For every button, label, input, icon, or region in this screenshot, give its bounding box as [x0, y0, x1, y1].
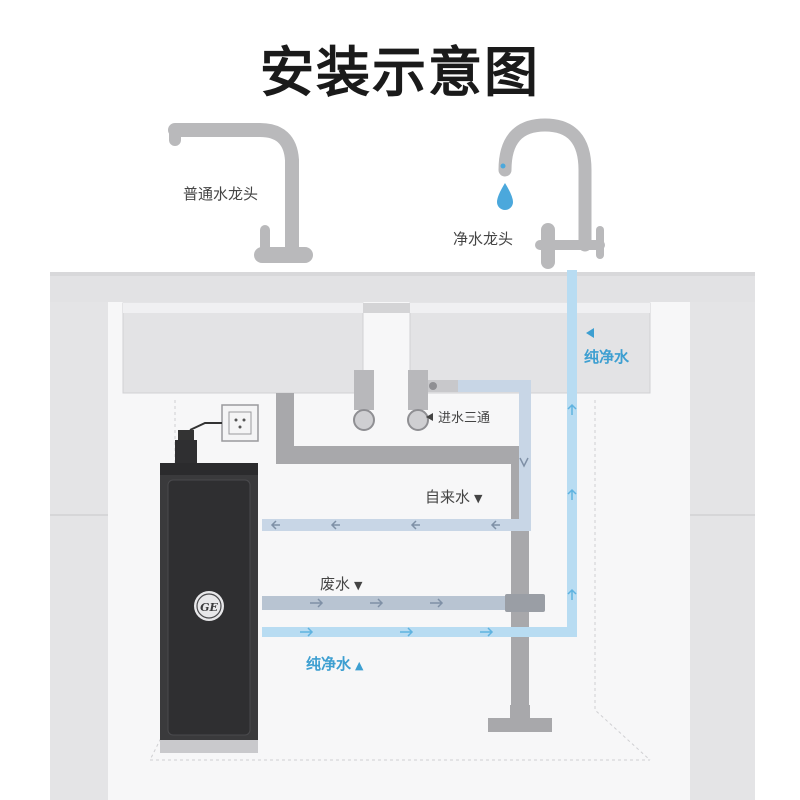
tap-water-line [262, 380, 531, 531]
countertop [50, 272, 755, 302]
valve-right [408, 370, 428, 410]
normal-faucet-label: 普通水龙头 [183, 185, 259, 203]
triangle-up-icon: ▲ [355, 659, 364, 672]
waste-water-text: 废水 [320, 575, 351, 593]
purified-water-label-bottom: 纯净水▲ [306, 653, 363, 674]
purified-water-text: 纯净水 [306, 655, 352, 673]
ge-logo-icon [194, 591, 224, 621]
waste-water-label: 废水▼ [320, 573, 362, 594]
power-adapter [175, 440, 197, 466]
water-drop-icon [497, 183, 513, 210]
drain-pipe [276, 393, 529, 710]
purified-faucet [498, 118, 605, 269]
triangle-down-icon: ▼ [474, 492, 483, 505]
tap-water-text: 自来水 [425, 488, 471, 506]
arrow-left-icon [586, 328, 594, 338]
inlet-tee-label: 进水三通 [438, 411, 491, 426]
drain-base [488, 718, 552, 732]
tap-water-label: 自来水▼ [425, 486, 482, 507]
waste-clamp [505, 594, 545, 612]
sink-basin-left [122, 302, 364, 394]
purified-water-label-top: 纯净水 [584, 348, 630, 366]
page-title: 安装示意图 [260, 41, 540, 104]
cabinet-left-panel [50, 300, 108, 800]
cabinet-right-panel [690, 300, 755, 800]
tap-water-arrows [270, 457, 529, 530]
purified-faucet-label: 净水龙头 [453, 230, 514, 248]
ge-logo-text: GE [200, 601, 218, 614]
power-socket-icon [221, 404, 259, 442]
normal-faucet [168, 123, 313, 263]
inlet-pointer-icon [426, 413, 433, 421]
purified-water-arrows [300, 403, 577, 637]
valve-left [354, 370, 374, 410]
triangle-down-icon: ▼ [354, 579, 363, 592]
power-cord [189, 422, 222, 431]
waste-water-arrows [310, 598, 444, 608]
